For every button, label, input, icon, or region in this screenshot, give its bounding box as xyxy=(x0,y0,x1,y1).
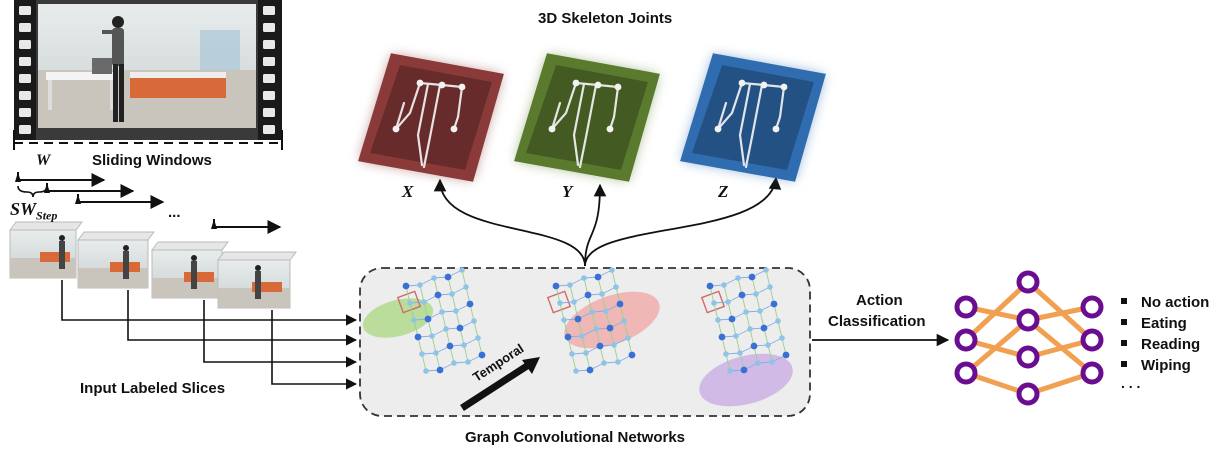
class-item: Reading xyxy=(1121,334,1209,355)
nn-node xyxy=(1016,382,1040,406)
sliding-window-arrows xyxy=(15,172,282,234)
class-item: Wiping xyxy=(1121,355,1209,376)
gcn-graph xyxy=(546,267,660,374)
bullet-icon xyxy=(1121,361,1127,368)
sliding-windows-label: Sliding Windows xyxy=(92,152,212,169)
class-item: Eating xyxy=(1121,313,1209,334)
class-list: No action Eating Reading Wiping xyxy=(1121,292,1209,376)
action-label-line1: Action xyxy=(856,292,903,309)
temporal-arrow xyxy=(460,357,540,411)
skeleton-panel-y xyxy=(514,53,660,182)
nn-node xyxy=(954,361,978,385)
axis-y-label: Y xyxy=(562,182,573,201)
axis-z-label: Z xyxy=(718,182,729,201)
nn-node xyxy=(1080,328,1104,352)
slice-connectors xyxy=(61,280,358,390)
step-symbol: SWStep xyxy=(10,199,58,223)
classes-more: . . . xyxy=(1121,375,1141,391)
skeleton-panel-x xyxy=(358,53,504,182)
bullet-icon xyxy=(1121,319,1127,326)
ellipsis: ... xyxy=(168,204,181,221)
axis-x-label: X xyxy=(402,182,414,201)
window-symbol: W xyxy=(36,152,51,169)
bullet-icon xyxy=(1121,298,1127,305)
nn-node xyxy=(1016,270,1040,294)
gcn-label: Graph Convolutional Networks xyxy=(465,429,686,446)
action-label-line2: Classification xyxy=(828,313,926,330)
branch-arrows xyxy=(433,176,950,347)
gcn-graph xyxy=(699,267,793,407)
nn-node xyxy=(954,295,978,319)
nn-node xyxy=(1016,345,1040,369)
gcn-graphs xyxy=(362,267,793,407)
video-film-strip xyxy=(13,0,283,150)
nn-node xyxy=(1080,295,1104,319)
skeleton-panel-z xyxy=(680,53,826,182)
nn-node xyxy=(1080,361,1104,385)
input-slices xyxy=(9,221,297,309)
input-slices-label: Input Labeled Slices xyxy=(80,380,226,397)
classifier-network xyxy=(954,270,1104,406)
nn-node xyxy=(954,328,978,352)
skeleton-title: 3D Skeleton Joints xyxy=(538,10,673,27)
bullet-icon xyxy=(1121,340,1127,347)
gcn-graph xyxy=(362,267,486,374)
class-item: No action xyxy=(1121,292,1209,313)
nn-node xyxy=(1016,308,1040,332)
